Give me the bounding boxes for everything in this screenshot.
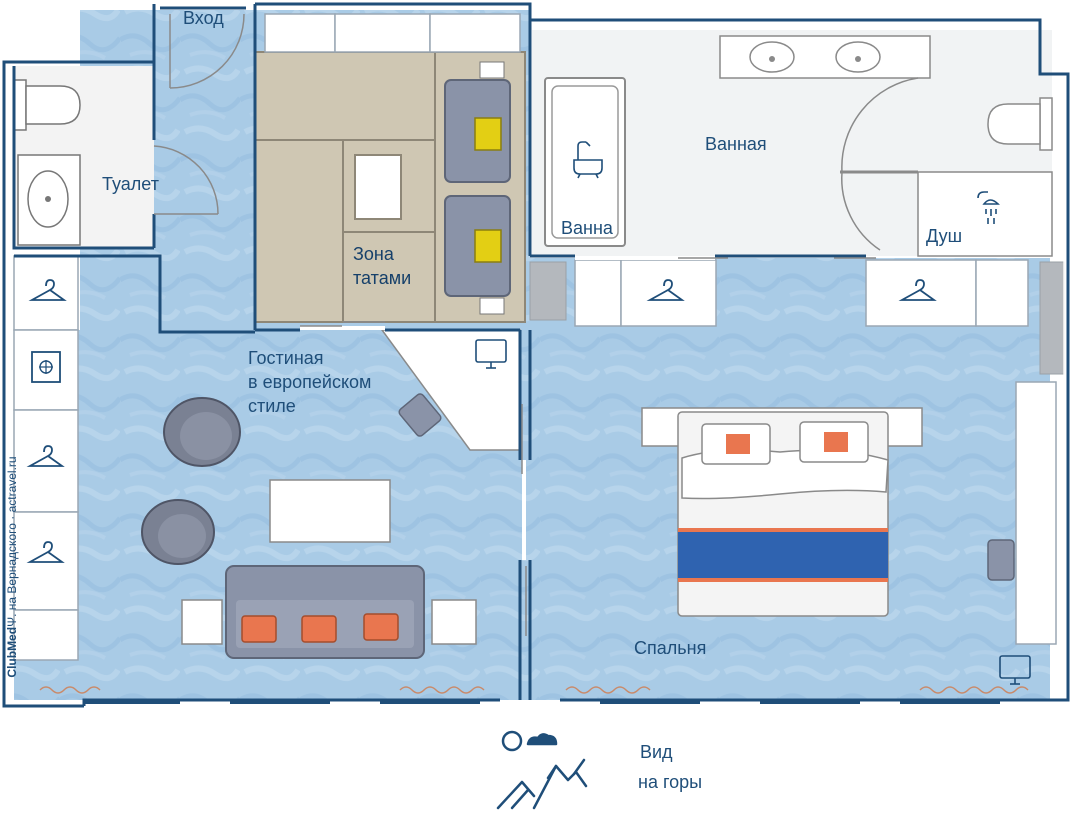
label-tatami: Зона татами	[353, 244, 412, 288]
hanger-icon	[26, 445, 65, 467]
label-view-line1: Вид	[640, 742, 673, 762]
label-bathroom: Ванная	[705, 134, 767, 154]
tv-icon	[475, 339, 507, 369]
bed	[641, 407, 923, 617]
desk-chair	[398, 393, 442, 437]
hanger-icon	[646, 279, 685, 301]
tatami-table	[354, 154, 402, 220]
armchair	[141, 499, 215, 565]
label-view-line2: на горы	[638, 772, 703, 792]
shower-icon	[977, 191, 1000, 224]
tv-icon	[999, 655, 1031, 685]
coffee-table	[269, 479, 391, 543]
inner-walls	[7, 66, 1065, 702]
armchair	[163, 397, 241, 467]
safe-icon	[31, 351, 61, 383]
hanger-icon	[898, 279, 937, 301]
label-toilet: Туалет	[102, 174, 159, 194]
mountain-view-icon	[496, 730, 588, 810]
toilet-fixtures	[13, 79, 81, 246]
walls	[2, 2, 1070, 708]
label-shower: Душ	[926, 226, 963, 246]
wardrobes	[13, 255, 1057, 661]
doors	[153, 13, 245, 215]
hanger-icon	[26, 541, 65, 563]
bathroom-fixtures	[544, 35, 1053, 257]
watermark-trident: Ψ.	[5, 613, 19, 627]
label-bedroom: Спальня	[634, 638, 707, 658]
entry-floor	[160, 10, 255, 330]
label-living: Гостиная в европейском стиле	[248, 348, 372, 416]
side-table	[181, 599, 223, 645]
side-table	[431, 599, 477, 645]
sofa	[225, 565, 425, 659]
watermark-rest: на Вернадского · actravel.ru	[5, 456, 19, 614]
label-bath: Ванна	[561, 218, 613, 238]
shower-area	[917, 171, 1053, 257]
watermark: ClubMedΨ. на Вернадского · actravel.ru	[5, 437, 19, 697]
hanger-icon	[28, 279, 67, 301]
watermark-brand: ClubMed	[5, 626, 19, 678]
bathtub-icon	[573, 141, 603, 179]
curtains	[39, 686, 1029, 694]
tatami-zone	[254, 13, 526, 323]
label-entrance: Вход	[183, 8, 224, 28]
bedroom-chair	[987, 539, 1015, 581]
